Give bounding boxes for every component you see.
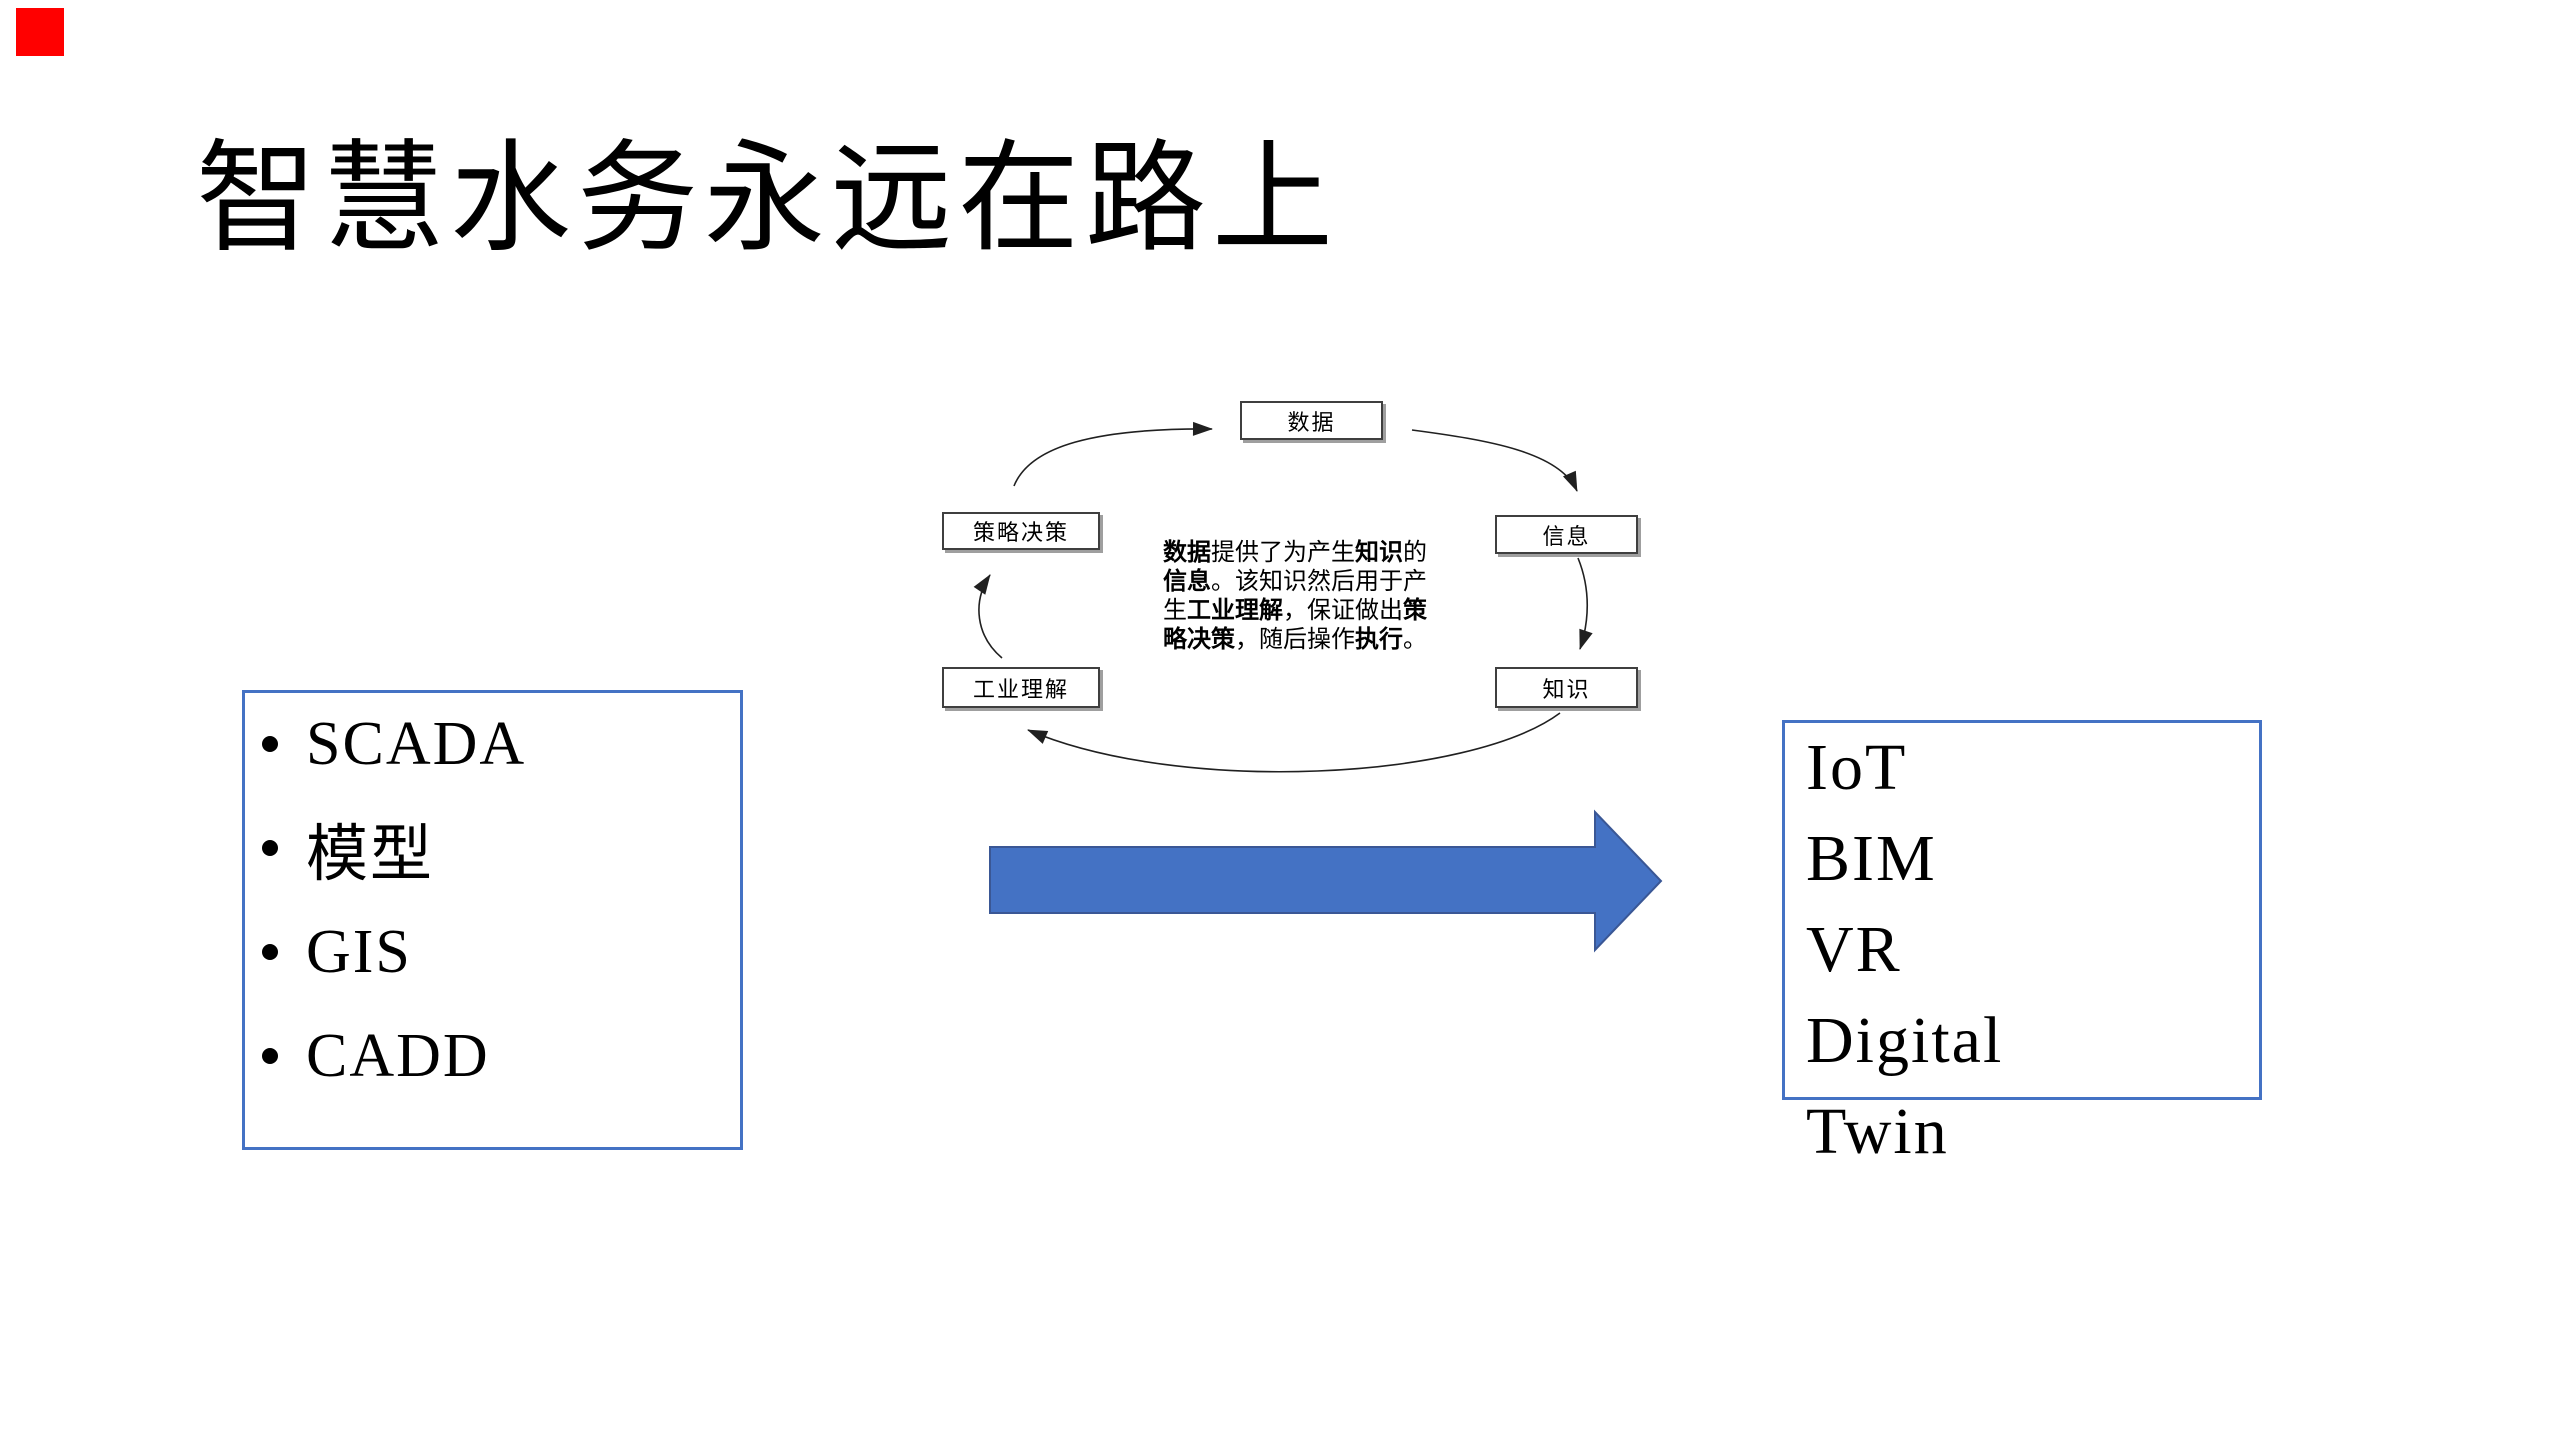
- list-item-label: 模型: [306, 821, 435, 889]
- bullet-icon: [262, 840, 278, 856]
- list-item: IoT: [1806, 731, 1908, 804]
- list-item-label: SCADA: [306, 709, 527, 778]
- arrow-data-to-information: [1411, 429, 1578, 492]
- arrow-information-to-knowledge: [1577, 557, 1593, 650]
- text-segment: 知识: [1355, 540, 1403, 566]
- text-segment: ，保证做出: [1283, 598, 1403, 624]
- list-item: 模型: [262, 796, 722, 900]
- bullet-icon: [262, 736, 278, 752]
- text-segment: 。该知识然后用于产生: [1163, 569, 1427, 624]
- transform-right-arrow: [989, 809, 1663, 953]
- recording-indicator: [16, 8, 64, 56]
- list-item: BIM: [1806, 822, 1937, 895]
- text-segment: 执行: [1355, 627, 1403, 653]
- list-item: Digital: [1806, 1004, 2004, 1077]
- list-item: VR: [1806, 913, 1902, 986]
- modern-tech-list: IoT BIM VR Digital Twin: [1806, 722, 2256, 1177]
- cycle-node-knowledge: 知识: [1495, 667, 1638, 708]
- cycle-node-industrial-understanding: 工业理解: [942, 667, 1100, 708]
- modern-tech-box: [1782, 720, 2262, 1100]
- list-item: Twin: [1806, 1095, 1949, 1168]
- text-segment: ，随后操作: [1235, 627, 1355, 653]
- text-segment: 数据: [1163, 540, 1211, 566]
- text-segment: 的: [1403, 540, 1427, 566]
- text-segment: 工业理解: [1187, 598, 1283, 624]
- list-item: GIS: [262, 900, 722, 1004]
- bullet-icon: [262, 1048, 278, 1064]
- text-segment: 提供了为产生: [1211, 540, 1355, 566]
- cycle-node-data: 数据: [1240, 401, 1383, 440]
- text-segment: 信息: [1163, 569, 1211, 595]
- list-item-label: GIS: [306, 917, 412, 986]
- cycle-node-strategic-decision: 策略决策: [942, 512, 1100, 550]
- legacy-tech-list: SCADA 模型 GIS CADD: [262, 692, 722, 1108]
- arrow-strategy-to-data: [1013, 421, 1213, 487]
- bullet-icon: [262, 944, 278, 960]
- legacy-tech-box: [242, 690, 743, 1150]
- list-item: CADD: [262, 1004, 722, 1108]
- list-item-label: CADD: [306, 1021, 490, 1090]
- cycle-node-information: 信息: [1495, 515, 1638, 554]
- cycle-center-text: 数据提供了为产生知识的信息。该知识然后用于产生工业理解，保证做出策略决策，随后操…: [1163, 539, 1431, 655]
- arrow-industrial-to-strategy: [973, 574, 1003, 659]
- text-segment: 。: [1403, 627, 1427, 653]
- list-item: SCADA: [262, 692, 722, 796]
- arrow-knowledge-to-industrial: [1027, 712, 1561, 773]
- text-segment: 策略决策: [1163, 598, 1427, 653]
- slide-title: 智慧水务永远在路上: [196, 133, 1340, 267]
